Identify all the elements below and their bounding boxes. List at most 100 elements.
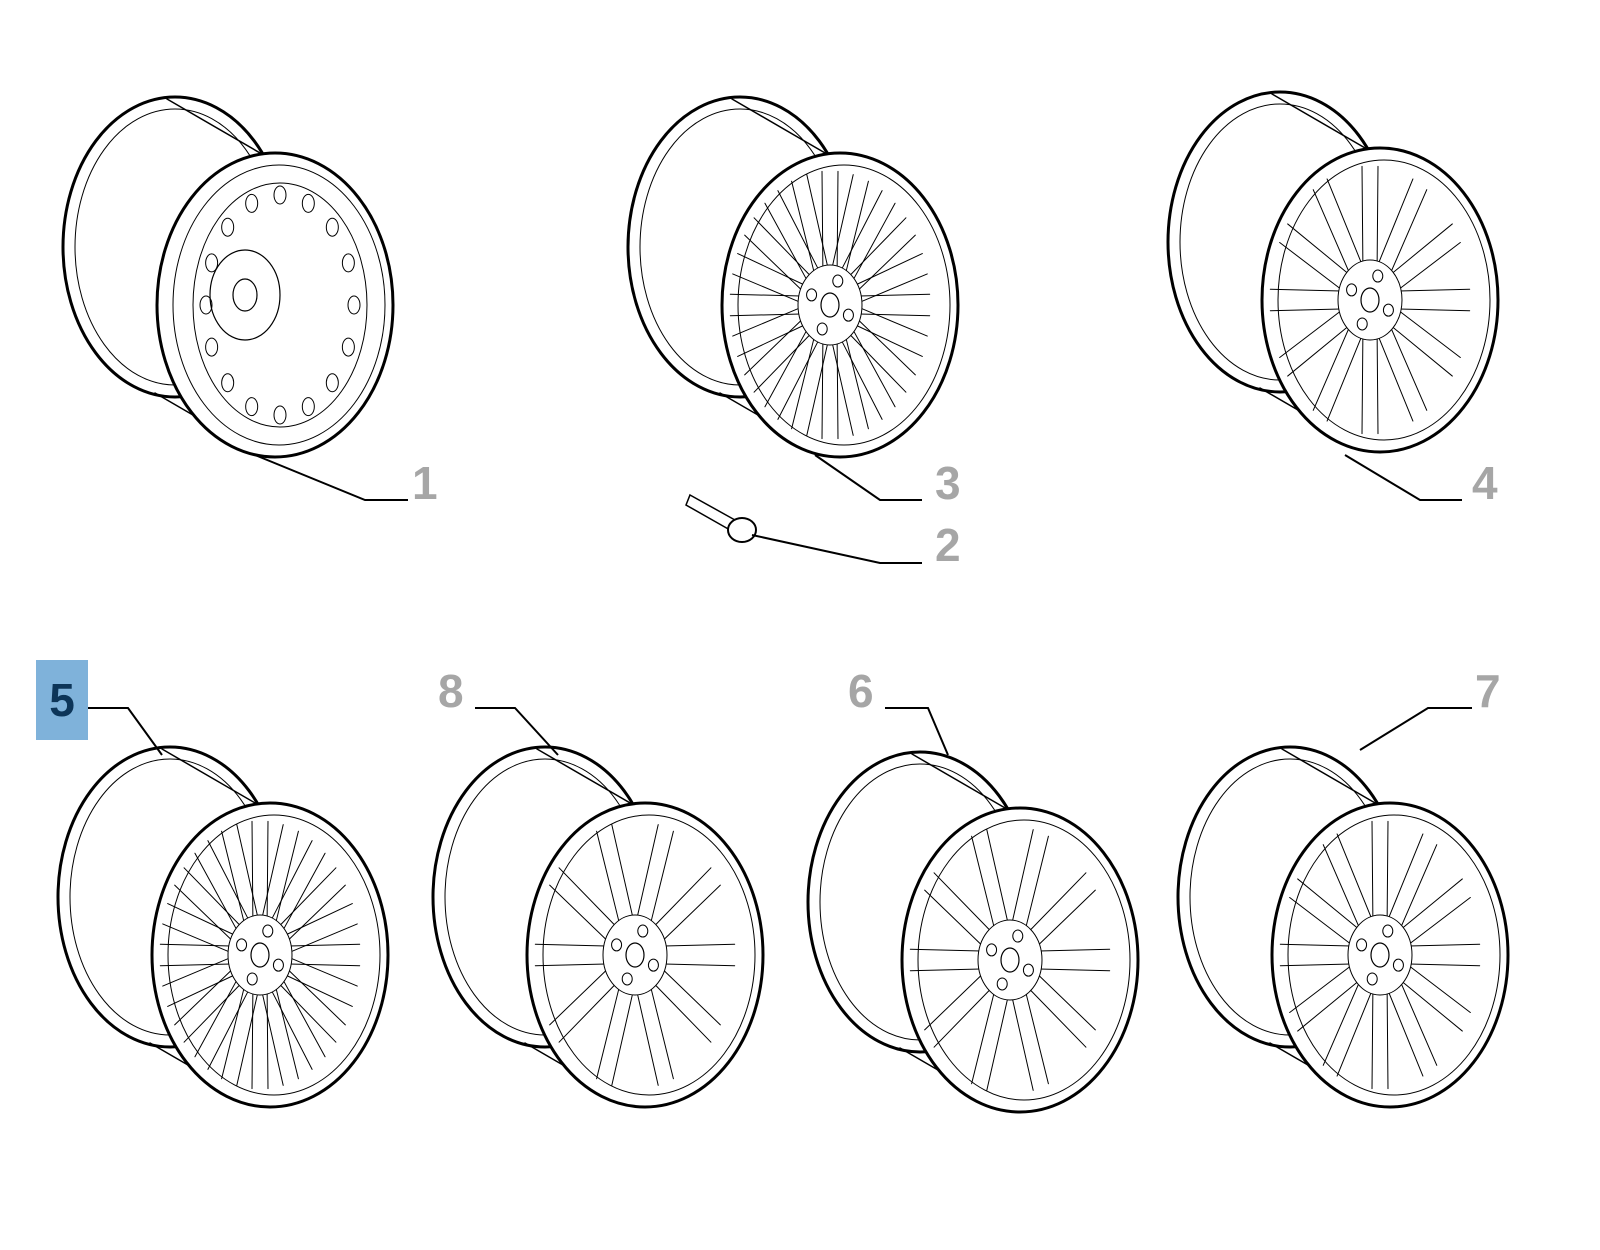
part-label-3[interactable]: 3 <box>935 457 961 509</box>
bolt-hole <box>1392 958 1404 972</box>
spoke <box>1371 991 1389 1090</box>
spoke <box>821 341 839 440</box>
spoke <box>1371 820 1389 919</box>
spoke <box>1401 878 1471 945</box>
hub <box>209 249 281 341</box>
spoke <box>1028 973 1096 1048</box>
bolt-hole <box>611 938 623 952</box>
spoke <box>840 190 896 281</box>
leader-line-5 <box>88 707 163 756</box>
spoke <box>270 840 326 931</box>
leader-line-7 <box>1359 707 1472 751</box>
spoke <box>549 867 617 942</box>
center-bore <box>1370 942 1390 968</box>
center-bore <box>625 942 645 968</box>
spoke <box>1391 223 1461 290</box>
spoke <box>764 190 820 281</box>
wheel-5[interactable] <box>56 745 390 1109</box>
bolt-hole <box>262 924 274 938</box>
bolt-hole <box>621 972 633 986</box>
front-rim-inner <box>542 814 756 1096</box>
vent-hole <box>221 373 235 393</box>
bolt-hole <box>1382 303 1394 317</box>
spoke <box>831 336 869 436</box>
spoke <box>261 824 299 924</box>
spoke <box>278 867 346 942</box>
spoke <box>221 986 259 1086</box>
front-rim-inner <box>172 164 386 446</box>
spoke <box>744 318 812 393</box>
part-label-8[interactable]: 8 <box>438 665 464 717</box>
part-label-4[interactable]: 4 <box>1472 457 1498 509</box>
spoke <box>764 329 820 420</box>
spoke <box>1398 288 1471 312</box>
wheel-4[interactable] <box>1166 90 1500 454</box>
bolt-hole <box>1382 924 1394 938</box>
hub <box>797 264 863 346</box>
wheel-7[interactable] <box>1176 745 1510 1109</box>
spoke <box>840 329 896 420</box>
spoke <box>1269 288 1342 312</box>
wheel-1[interactable] <box>61 95 395 459</box>
spoke <box>1401 965 1471 1032</box>
part-label-1[interactable]: 1 <box>412 457 438 509</box>
spoke <box>1377 326 1428 422</box>
spoke <box>848 318 916 393</box>
spoke <box>162 957 235 1007</box>
spoke <box>596 986 634 1086</box>
spoke <box>1279 310 1349 377</box>
spoke <box>971 991 1009 1091</box>
spoke <box>261 986 299 1086</box>
part-label-7[interactable]: 7 <box>1475 665 1501 717</box>
vent-hole <box>341 337 355 357</box>
spoke <box>278 968 346 1043</box>
spoke <box>636 986 674 1086</box>
spoke <box>653 968 721 1043</box>
center-bore <box>820 292 840 318</box>
leader-line-3 <box>814 454 922 501</box>
spoke <box>1322 833 1373 929</box>
hub <box>1347 914 1413 996</box>
part-label-2[interactable]: 2 <box>935 519 961 571</box>
front-rim-inner <box>1287 814 1501 1096</box>
wheel-8[interactable] <box>431 745 765 1109</box>
spoke <box>858 293 931 317</box>
vent-hole <box>205 337 219 357</box>
vent-hole <box>245 193 259 213</box>
bolt-hole <box>1356 938 1368 952</box>
spoke <box>285 957 358 1007</box>
front-rim-inner <box>1277 159 1491 441</box>
bolt-hole <box>1022 963 1034 977</box>
wheel-6[interactable] <box>806 750 1140 1114</box>
spoke <box>1387 981 1438 1077</box>
spoke <box>821 170 839 269</box>
spoke <box>1322 981 1373 1077</box>
part-label-5-selected[interactable]: 5 <box>36 660 88 740</box>
spoke <box>791 174 829 274</box>
spoke <box>288 943 361 967</box>
wheel-3[interactable] <box>626 95 960 459</box>
spoke <box>971 829 1009 929</box>
spoke <box>831 174 869 274</box>
spoke <box>596 824 634 924</box>
spoke <box>174 968 242 1043</box>
spoke <box>1312 326 1363 422</box>
spoke <box>1408 943 1481 967</box>
center-bore <box>232 278 258 312</box>
center-bore <box>250 942 270 968</box>
hub <box>977 919 1043 1001</box>
spoke <box>1011 991 1049 1091</box>
vent-hole <box>273 405 287 425</box>
spoke <box>855 307 928 357</box>
bolt-hole <box>246 972 258 986</box>
spoke <box>1289 878 1359 945</box>
part-label-6[interactable]: 6 <box>848 665 874 717</box>
spoke <box>221 824 259 924</box>
front-rim-inner <box>737 164 951 446</box>
bolt-hole <box>816 322 828 336</box>
spoke <box>663 943 736 967</box>
spoke <box>251 820 269 919</box>
bolt-hole <box>842 308 854 322</box>
hub <box>602 914 668 996</box>
